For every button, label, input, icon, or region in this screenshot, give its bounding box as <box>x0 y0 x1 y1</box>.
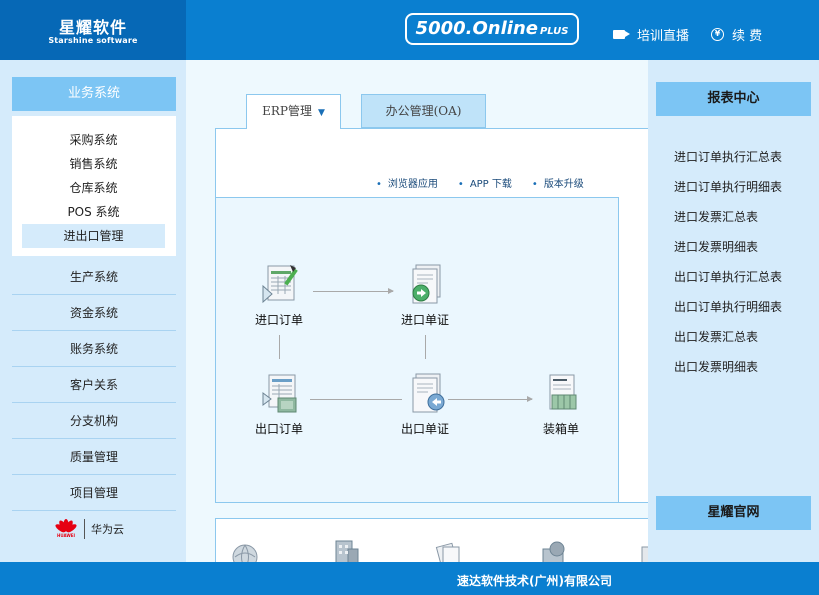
sidebar-sub-purchase[interactable]: 采购系统 <box>69 133 118 147</box>
import-order-icon <box>262 264 298 306</box>
flow-node-label: 进口单证 <box>400 313 449 327</box>
caret-down-icon: ▼ <box>317 108 325 118</box>
report-link[interactable]: 进口发票汇总表 <box>674 210 759 224</box>
building-icon[interactable] <box>330 539 360 568</box>
page-footer: 速达软件技术(广州)有限公司 <box>0 562 819 595</box>
import-document-icon <box>408 264 442 306</box>
training-live-link[interactable]: 培训直播 <box>613 25 689 44</box>
huawei-brand: HUAWEI <box>56 533 76 538</box>
browser-app-link[interactable]: 浏览器应用 <box>376 175 438 190</box>
export-document-icon <box>408 373 445 415</box>
renew-label: 续 费 <box>732 29 763 44</box>
report-link[interactable]: 出口订单执行汇总表 <box>674 270 783 284</box>
app-download-link[interactable]: APP 下载 <box>458 175 512 190</box>
renew-link[interactable]: ¥ 续 费 <box>711 25 762 44</box>
flow-node-label: 出口订单 <box>254 422 303 436</box>
sidebar-item-funds[interactable]: 资金系统 <box>12 295 176 331</box>
huawei-cloud-label: 华为云 <box>91 523 124 536</box>
flow-node-import-document[interactable]: 进口单证 <box>395 264 455 328</box>
sidebar-item-branches[interactable]: 分支机构 <box>12 403 176 439</box>
main-content: ERP管理 ▼ 办公管理(OA) 浏览器应用 APP 下载 版本升级 <box>186 60 650 570</box>
flow-node-import-order[interactable]: 进口订单 <box>249 264 309 328</box>
report-link[interactable]: 进口订单执行明细表 <box>674 180 783 194</box>
sidebar-sub-sales[interactable]: 销售系统 <box>69 157 118 171</box>
sidebar-sub-warehouse[interactable]: 仓库系统 <box>69 181 118 195</box>
report-link[interactable]: 出口订单执行明细表 <box>674 300 783 314</box>
more-icon[interactable] <box>640 539 650 565</box>
sidebar-item-projects[interactable]: 项目管理 <box>12 475 176 511</box>
tab-erp-label: ERP管理 <box>262 104 312 118</box>
yen-coin-icon: ¥ <box>711 28 724 41</box>
report-link[interactable]: 出口发票明细表 <box>674 360 759 374</box>
sidebar-submenu: 采购系统 销售系统 仓库系统 POS 系统 进出口管理 <box>12 116 176 256</box>
report-center: 报表中心 进口订单执行汇总表 进口订单执行明细表 进口发票汇总表 进口发票明细表… <box>648 60 819 562</box>
packing-list-icon <box>544 373 578 415</box>
report-link[interactable]: 出口发票汇总表 <box>674 330 759 344</box>
import-export-flow: 进口订单 进口单证 <box>216 197 619 502</box>
left-sidebar: 业务系统 采购系统 销售系统 仓库系统 POS 系统 进出口管理 生产系统 资金… <box>0 60 186 562</box>
flow-node-label: 进口订单 <box>254 313 303 327</box>
sidebar-item-crm[interactable]: 客户关系 <box>12 367 176 403</box>
logo-text-cn: 星耀软件 <box>58 18 127 37</box>
flow-node-packing-list[interactable]: 装箱单 <box>531 373 591 437</box>
company-name: 速达软件技术(广州)有限公司 <box>457 574 612 588</box>
flow-node-label: 装箱单 <box>542 422 579 436</box>
logo-text-en: Starshine software <box>48 36 138 45</box>
erp-panel: 浏览器应用 APP 下载 版本升级 <box>215 128 649 503</box>
flow-node-export-document[interactable]: 出口单证 <box>395 373 455 437</box>
flow-line-left <box>279 335 280 359</box>
flow-line-mid <box>425 335 426 359</box>
official-site-button[interactable]: 星耀官网 <box>656 496 811 530</box>
quick-links: 浏览器应用 APP 下载 版本升级 <box>376 175 584 190</box>
product-plus: PLUS <box>539 26 569 37</box>
training-live-label: 培训直播 <box>637 29 690 44</box>
flow-node-export-order[interactable]: 出口订单 <box>249 373 309 437</box>
sidebar-sub-pos[interactable]: POS 系统 <box>67 205 120 219</box>
huawei-cloud-partner[interactable]: HUAWEI 华为云 <box>54 518 124 540</box>
flow-line-export <box>310 399 402 400</box>
flow-node-label: 出口单证 <box>400 422 449 436</box>
huawei-logo-icon: HUAWEI <box>54 518 78 540</box>
sidebar-title[interactable]: 业务系统 <box>12 77 176 111</box>
flow-arrow-import <box>313 288 394 294</box>
sidebar-item-accounting[interactable]: 账务系统 <box>12 331 176 367</box>
flow-arrow-packing <box>448 396 533 402</box>
report-center-title: 报表中心 <box>656 82 811 116</box>
sidebar-sub-import-export[interactable]: 进出口管理 <box>22 224 165 248</box>
version-upgrade-link[interactable]: 版本升级 <box>532 175 584 190</box>
sidebar-item-quality[interactable]: 质量管理 <box>12 439 176 475</box>
product-name: 5000.Online <box>415 18 538 39</box>
report-link[interactable]: 进口订单执行汇总表 <box>674 150 783 164</box>
export-order-icon <box>262 373 297 415</box>
report-link[interactable]: 进口发票明细表 <box>674 240 759 254</box>
sidebar-item-production[interactable]: 生产系统 <box>12 259 176 295</box>
logo[interactable]: 星耀软件 Starshine software <box>0 0 186 60</box>
tab-oa[interactable]: 办公管理(OA) <box>361 94 486 128</box>
video-camera-icon <box>613 30 630 39</box>
tab-erp[interactable]: ERP管理 ▼ <box>246 94 341 129</box>
app-shortcuts-panel <box>215 518 650 570</box>
